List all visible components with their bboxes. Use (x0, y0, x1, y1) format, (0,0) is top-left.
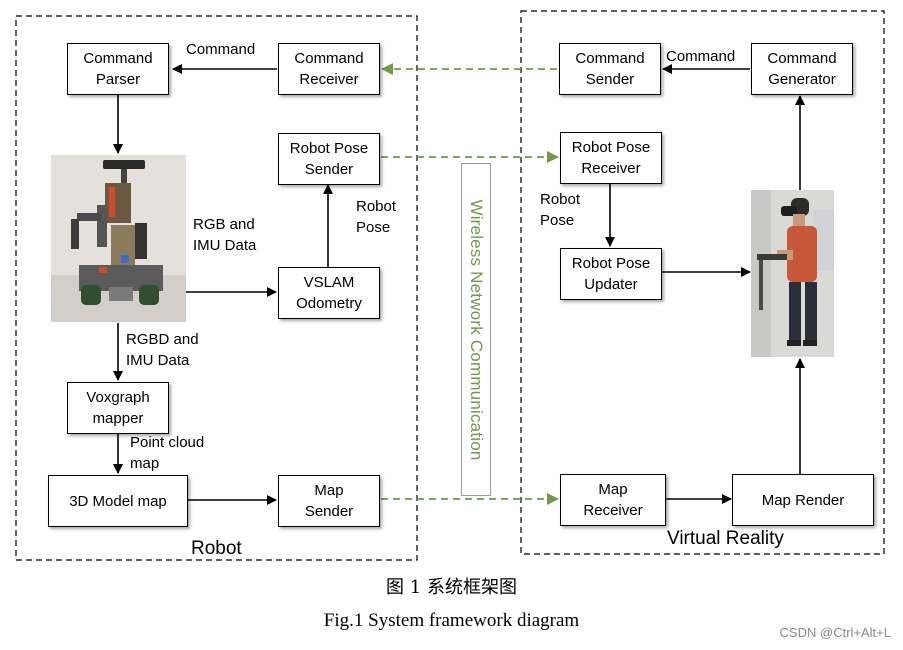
robot-pose-sender-box: Robot Pose Sender (278, 133, 380, 185)
vr-user-image (751, 190, 834, 357)
command-parser-box: Command Parser (67, 43, 169, 95)
wireless-network-label: Wireless Network Communication (467, 198, 486, 461)
vslam-odometry-box: VSLAM Odometry (278, 267, 380, 319)
label-rgb-imu: RGB and IMU Data (193, 216, 257, 254)
command-sender-box: Command Sender (559, 43, 661, 95)
watermark: CSDN @Ctrl+Alt+L (779, 625, 891, 640)
robot-image (51, 155, 186, 322)
vr-user-photo (751, 190, 834, 357)
label-robot-pose-left: Robot Pose (356, 198, 397, 236)
robot-photo (51, 155, 186, 322)
robot-group-frame (15, 15, 418, 561)
model-map-box: 3D Model map (48, 475, 188, 527)
label-command-right: Command (666, 48, 736, 65)
robot-group-label: Robot (191, 538, 242, 559)
label-robot-pose-right: Robot Pose (540, 191, 581, 229)
robot-pose-receiver-box: Robot Pose Receiver (560, 132, 662, 184)
caption-chinese: 图 1 系统框架图 (386, 577, 517, 598)
map-sender-box: Map Sender (278, 475, 380, 527)
wireless-network-box: Wireless Network Communication (461, 163, 491, 496)
map-render-box: Map Render (732, 474, 874, 526)
command-receiver-box: Command Receiver (278, 43, 380, 95)
voxgraph-mapper-box: Voxgraph mapper (67, 382, 169, 434)
map-receiver-box: Map Receiver (560, 474, 666, 526)
caption-english: Fig.1 System framework diagram (323, 610, 580, 631)
label-rgbd-imu: RGBD and IMU Data (126, 331, 199, 369)
label-point-cloud: Point cloud map (130, 434, 205, 472)
vr-group-label: Virtual Reality (667, 528, 784, 549)
label-command-left: Command (186, 41, 256, 58)
vr-group-frame (520, 10, 885, 555)
robot-pose-updater-box: Robot Pose Updater (560, 248, 662, 300)
command-generator-box: Command Generator (751, 43, 853, 95)
